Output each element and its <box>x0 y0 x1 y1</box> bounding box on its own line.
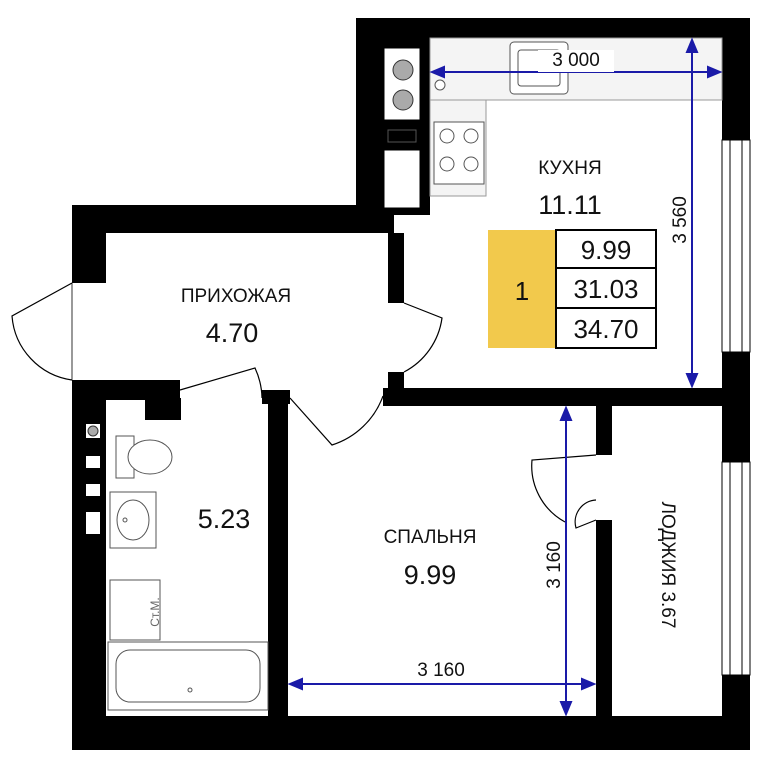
bedroom-name: СПАЛЬНЯ <box>384 527 477 548</box>
dimension-lines <box>287 37 723 717</box>
boiler-icon <box>392 59 414 81</box>
toilet-bowl-icon <box>127 439 173 475</box>
bathroom-area: 5.23 <box>198 504 251 534</box>
gas-meter-icon <box>392 89 414 111</box>
hall-area: 4.70 <box>206 318 259 348</box>
kitchen-name: КУХНЯ <box>538 158 601 179</box>
rooms-count: 1 <box>515 276 529 306</box>
loggia-label: ЛОДЖИЯ 3.67 <box>657 502 678 629</box>
windows <box>721 139 751 676</box>
bedroom-area: 9.99 <box>404 560 457 590</box>
summary-badge <box>488 229 657 349</box>
kitchen-area: 11.11 <box>538 190 602 220</box>
rooms-badge <box>488 230 556 348</box>
washing-machine-icon <box>109 579 161 641</box>
loggia-door-right <box>574 499 597 529</box>
loggia-door-left <box>531 454 597 523</box>
bedroom-depth-dim: 3 160 <box>544 541 565 589</box>
entrance-door <box>11 282 73 381</box>
living-area: 9.99 <box>581 235 632 265</box>
kitchen-door <box>403 302 443 373</box>
washer-mark: Ст.М. <box>148 597 162 627</box>
total-area: 34.70 <box>573 314 638 344</box>
walls <box>72 18 750 750</box>
kitchen-depth-dim: 3 560 <box>670 196 691 244</box>
total-area-without-loggia: 31.03 <box>573 274 638 304</box>
bathroom-fixtures <box>87 425 269 711</box>
bathroom-door <box>179 367 263 399</box>
doors <box>11 282 597 529</box>
bedroom-door <box>289 395 384 446</box>
bedroom-width-dim: 3 160 <box>417 660 465 681</box>
kitchen-width-dim: 3 000 <box>552 50 600 71</box>
hall-name: ПРИХОЖАЯ <box>181 286 291 307</box>
